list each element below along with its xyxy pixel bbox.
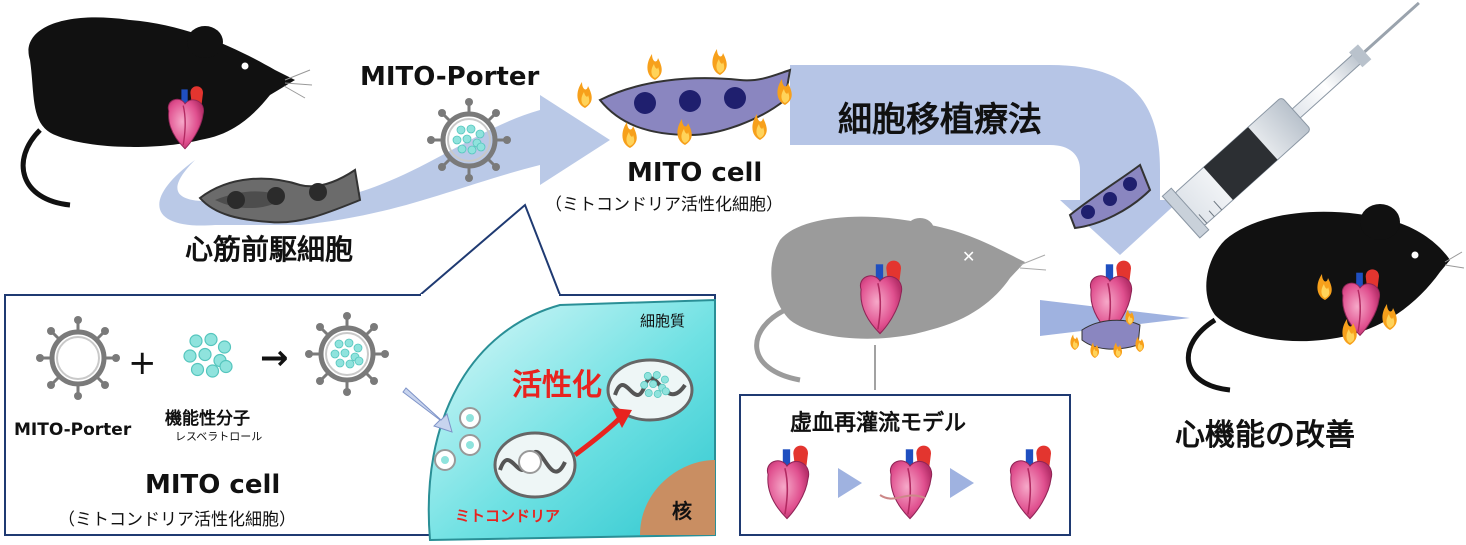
therapy-label: 細胞移植療法 bbox=[838, 100, 1042, 140]
inset-mito-cell-label: MITO cell bbox=[145, 470, 281, 500]
mito-cell-label: MITO cell bbox=[627, 158, 763, 188]
progenitor-cells bbox=[198, 168, 362, 224]
plus-sign: + bbox=[128, 343, 157, 383]
mitochondrion-lower bbox=[493, 431, 577, 499]
svg-text:✕: ✕ bbox=[962, 247, 975, 266]
callout-pointer bbox=[419, 203, 561, 296]
black-mouse-right bbox=[1185, 204, 1465, 393]
inset-molecule-sublabel: レスベラトロール bbox=[175, 430, 263, 443]
inset-mito-cell-sublabel: （ミトコンドリア活性化細胞） bbox=[58, 510, 296, 530]
improvement-label: 心機能の改善 bbox=[1175, 418, 1355, 453]
treated-heart bbox=[1070, 259, 1145, 358]
grey-mouse: ✕ bbox=[754, 216, 1047, 390]
activation-label: 活性化 bbox=[512, 368, 602, 403]
cytoplasm-label: 細胞質 bbox=[640, 312, 686, 330]
mitochondria-label: ミトコンドリア bbox=[455, 507, 561, 525]
entering-particles bbox=[434, 407, 481, 471]
syringe bbox=[1161, 1, 1420, 239]
nucleus bbox=[640, 460, 715, 535]
mito-cell-sublabel: （ミトコンドリア活性化細胞） bbox=[545, 195, 783, 215]
inset-porter-loaded bbox=[305, 312, 389, 396]
black-mouse-left bbox=[20, 17, 313, 208]
mitochondrion-upper bbox=[606, 358, 694, 422]
progenitor-label: 心筋前駆細胞 bbox=[185, 233, 354, 266]
transplant-cells bbox=[1068, 163, 1152, 230]
inset-molecule-label: 機能性分子 bbox=[165, 409, 250, 429]
flow-arrow-curve bbox=[159, 95, 610, 226]
mito-porter-label: MITO-Porter bbox=[360, 62, 540, 92]
mito-cells-top bbox=[577, 49, 792, 148]
ischemia-model-label: 虚血再灌流モデル bbox=[790, 411, 967, 436]
activation-arrow bbox=[573, 416, 622, 457]
arrow-sign: → bbox=[260, 338, 289, 378]
mito-porter-particle-top bbox=[427, 98, 511, 182]
inset-porter-label: MITO-Porter bbox=[14, 420, 132, 440]
nucleus-label: 核 bbox=[672, 499, 692, 523]
